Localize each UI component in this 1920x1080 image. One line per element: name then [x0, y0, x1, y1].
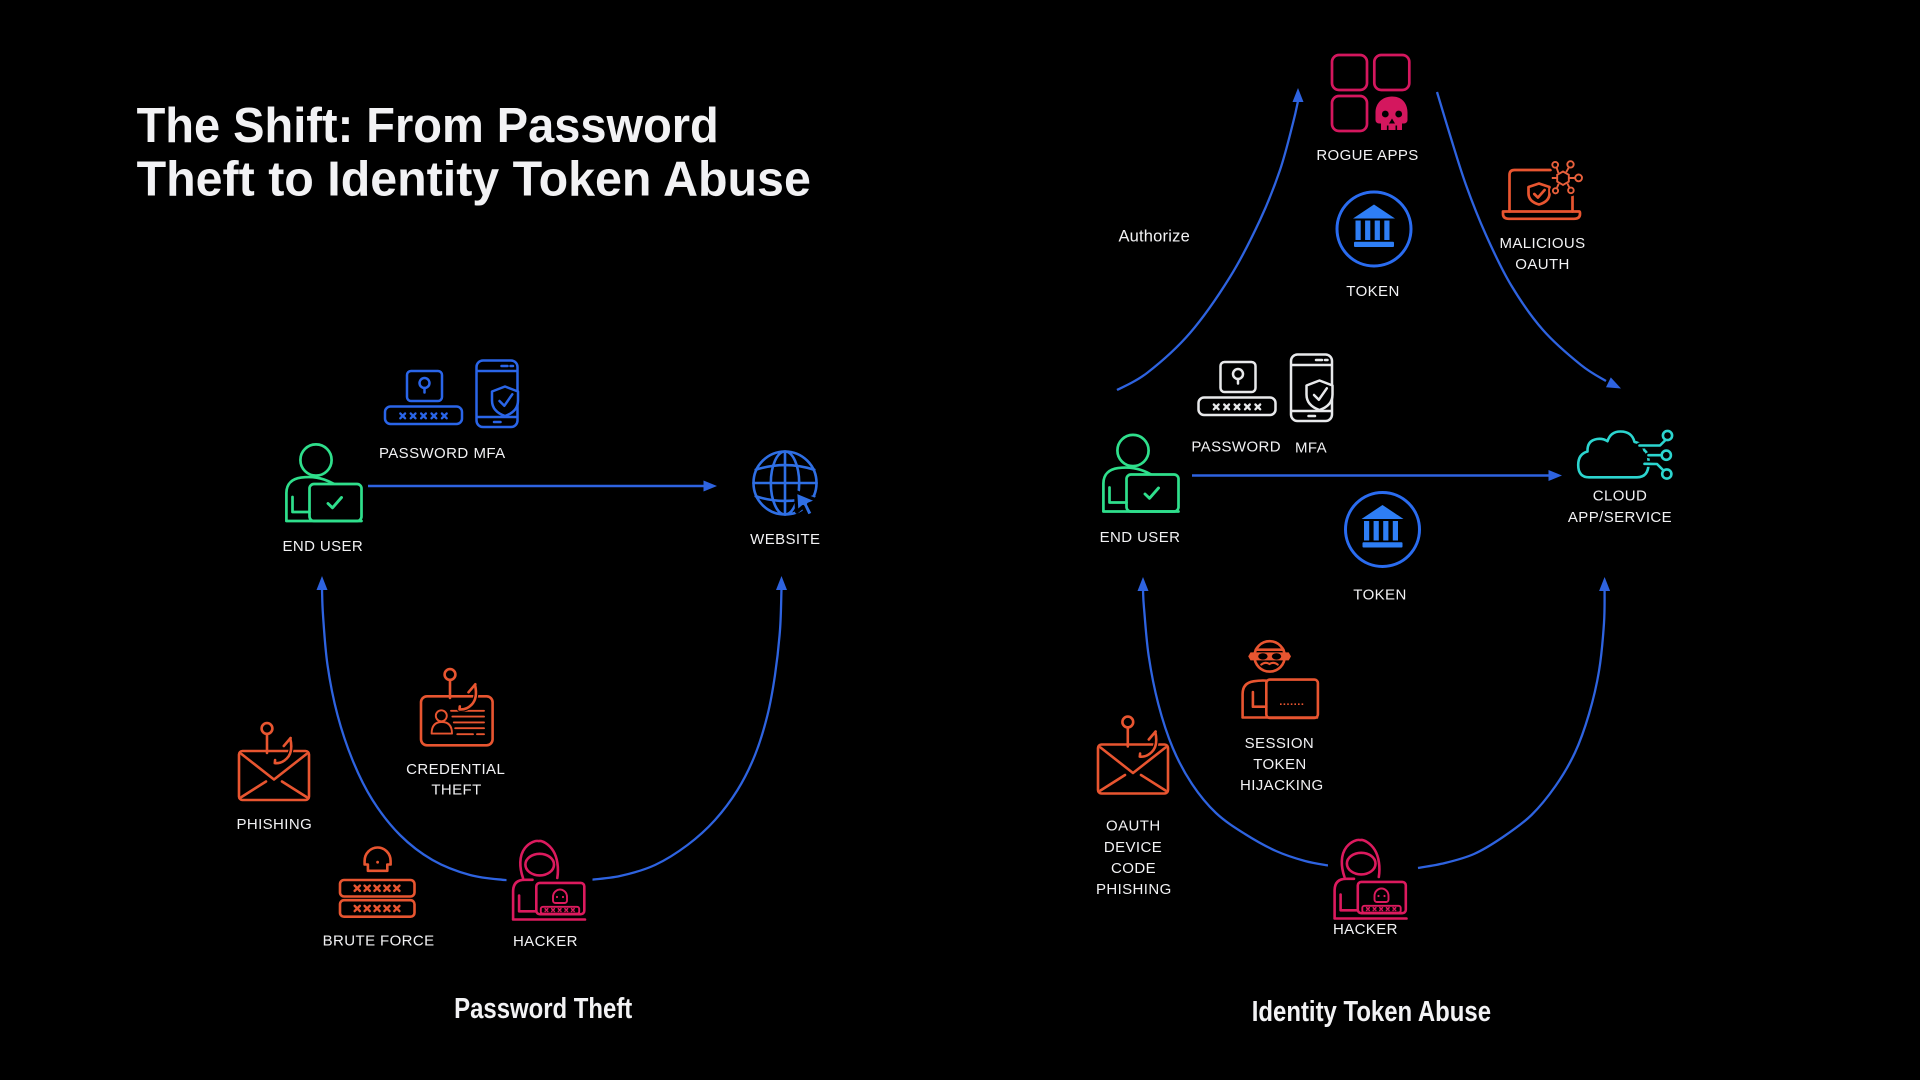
svg-text:WEBSITE: WEBSITE — [750, 531, 820, 548]
svg-text:The Shift: From Password: The Shift: From Password — [137, 99, 719, 153]
svg-text:HACKER: HACKER — [513, 933, 578, 950]
svg-text:END USER: END USER — [282, 538, 363, 555]
svg-text:THEFT: THEFT — [431, 782, 481, 799]
svg-text:TOKEN: TOKEN — [1353, 587, 1406, 604]
svg-text:CREDENTIAL: CREDENTIAL — [406, 761, 505, 778]
svg-text:ROGUE APPS: ROGUE APPS — [1316, 147, 1418, 164]
svg-text:Theft to Identity Token Abuse: Theft to Identity Token Abuse — [137, 152, 811, 206]
svg-text:HIJACKING: HIJACKING — [1240, 777, 1324, 794]
svg-text:TOKEN: TOKEN — [1253, 756, 1306, 773]
svg-text:PASSWORD: PASSWORD — [379, 445, 469, 462]
svg-text:PHISHING: PHISHING — [1096, 881, 1172, 898]
svg-text:MALICIOUS: MALICIOUS — [1499, 235, 1585, 252]
svg-text:PASSWORD: PASSWORD — [1191, 438, 1281, 455]
svg-text:BRUTE FORCE: BRUTE FORCE — [323, 932, 435, 949]
svg-text:MFA: MFA — [473, 445, 505, 462]
svg-text:TOKEN: TOKEN — [1346, 283, 1399, 300]
svg-text:Password Theft: Password Theft — [454, 992, 632, 1024]
svg-text:Identity Token Abuse: Identity Token Abuse — [1252, 995, 1491, 1027]
svg-text:OAUTH: OAUTH — [1106, 818, 1161, 835]
svg-text:APP/SERVICE: APP/SERVICE — [1568, 509, 1672, 526]
svg-text:DEVICE: DEVICE — [1104, 839, 1162, 856]
svg-text:END USER: END USER — [1100, 529, 1181, 546]
svg-text:HACKER: HACKER — [1333, 921, 1398, 938]
svg-text:OAUTH: OAUTH — [1515, 256, 1570, 273]
svg-text:MFA: MFA — [1295, 439, 1327, 456]
svg-text:PHISHING: PHISHING — [236, 816, 312, 833]
svg-text:CODE: CODE — [1111, 860, 1156, 877]
svg-text:SESSION: SESSION — [1245, 735, 1315, 752]
svg-text:Authorize: Authorize — [1118, 228, 1190, 246]
svg-text:CLOUD: CLOUD — [1593, 488, 1648, 505]
